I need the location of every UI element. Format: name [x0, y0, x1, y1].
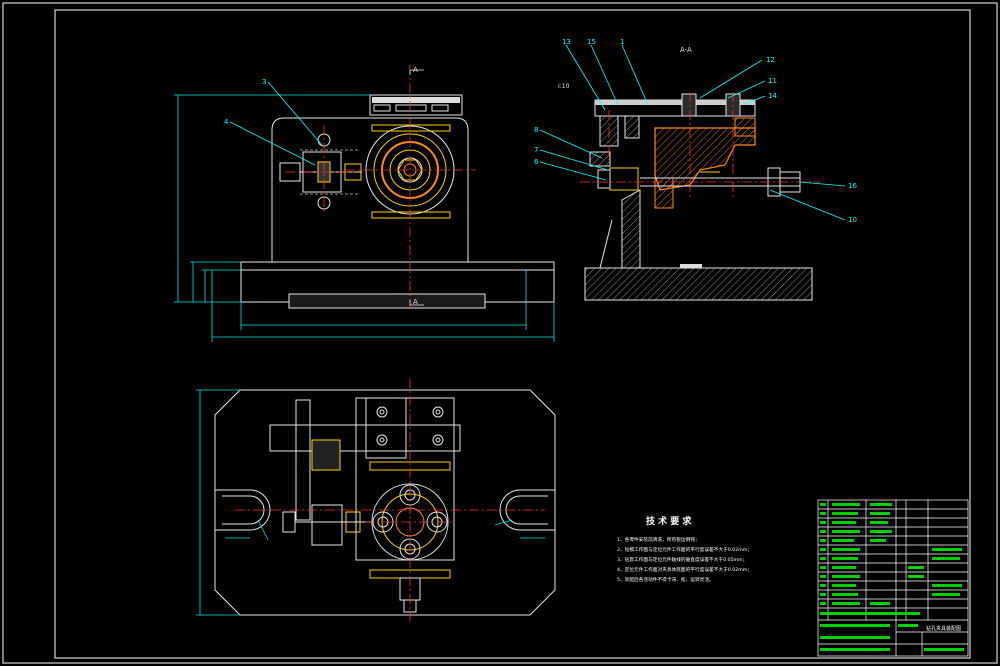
- detail-scale-label: I:10: [558, 83, 570, 90]
- side-view: [584, 93, 813, 301]
- callout-6: 6: [534, 158, 539, 166]
- callout-15: 15: [587, 38, 596, 46]
- tech-req-item-3: 3、钻套工作面与定位元件轴线的垂直度误差不大于0.05mm；: [617, 556, 747, 563]
- front-callout-3: 3: [262, 78, 266, 86]
- tech-req-item-5: 5、装配后各活动件不得卡滞、松、运转灵活。: [617, 576, 714, 583]
- side-support: [621, 189, 641, 269]
- side-callouts: 13 15 1 12 11 14 8 7 6 16 10: [534, 38, 857, 224]
- section-mark-a-bottom: A: [413, 298, 418, 306]
- callout-13: 13: [562, 38, 571, 46]
- front-view: [240, 94, 555, 309]
- front-body: [271, 117, 469, 263]
- side-centerlines: [580, 92, 820, 200]
- inner-frame: [54, 9, 971, 659]
- callout-8: 8: [534, 126, 538, 134]
- top-view: [214, 389, 556, 616]
- drill-plate-top: [369, 94, 463, 116]
- tech-req-item-2: 2、钻模工作面与定位元件工作面的平行度误差不大于0.02mm；: [617, 546, 752, 553]
- side-base: [584, 267, 813, 301]
- front-callout-4: 4: [224, 118, 229, 126]
- front-dimensions: [174, 94, 555, 342]
- callout-12: 12: [766, 56, 775, 64]
- callout-16: 16: [848, 182, 857, 190]
- front-leaders: [229, 81, 323, 166]
- front-centerlines: [285, 65, 476, 310]
- top-body: [355, 397, 455, 561]
- top-dimensions: [196, 389, 545, 616]
- tech-req-item-4: 4、定位元件工作面对夹具体底面的平行度误差不大于0.02mm；: [617, 566, 752, 573]
- technical-requirements: 技 术 要 求 1、各零件安装前清洗，所有锐边倒钝； 2、钻模工作面与定位元件工…: [617, 515, 752, 583]
- side-leaders: [539, 44, 846, 221]
- top-centerlines: [235, 378, 545, 622]
- callout-1: 1: [620, 38, 624, 46]
- callout-11: 11: [768, 77, 777, 85]
- title-block: [817, 499, 969, 657]
- callout-10: 10: [848, 216, 857, 224]
- tech-req-title: 技 术 要 求: [646, 515, 692, 527]
- section-label-aa: A-A: [680, 46, 692, 54]
- callout-14: 14: [768, 92, 777, 100]
- drawing-name: 钻孔夹具装配图: [926, 625, 961, 632]
- bom-marks: [820, 503, 964, 651]
- top-base-outline: [214, 389, 556, 616]
- tech-req-item-1: 1、各零件安装前清洗，所有锐边倒钝；: [617, 536, 700, 543]
- callout-7: 7: [534, 146, 538, 154]
